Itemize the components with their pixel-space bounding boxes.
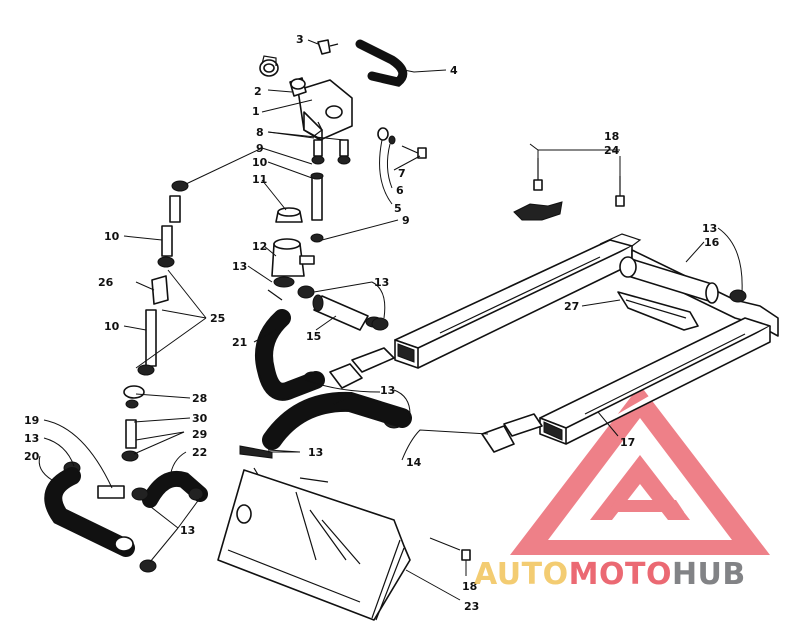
callout-11: 11 [252,173,267,186]
callout-26: 26 [98,276,114,289]
lower-left-hoses [44,467,208,557]
callout-25: 25 [210,312,225,325]
callout-13-upper-elbow: 13 [380,384,395,397]
callout-labels: 1 2 3 4 5 6 7 8 9 9 10 10 10 11 12 13 13… [24,33,720,613]
callout-29: 29 [192,428,207,441]
pressure-cap [275,207,303,223]
callout-9-right: 9 [402,214,410,227]
callout-1: 1 [252,105,260,118]
callout-8: 8 [256,126,264,139]
tank-bolt [401,145,427,159]
callout-13-sleeve: 13 [702,222,717,235]
callout-13-left: 13 [24,432,39,445]
callout-5: 5 [394,202,402,215]
callout-15: 15 [306,330,321,343]
callout-14: 14 [406,456,422,469]
callout-18-lower: 18 [462,580,477,593]
crossover-hose [262,391,412,450]
callout-4: 4 [450,64,458,77]
upper-elbow [329,347,395,389]
callout-13-panel: 13 [308,446,323,459]
callout-13-bottom: 13 [180,524,195,537]
vent-fitting [317,39,339,55]
lower-elbow [481,413,543,453]
svg-text:AUTOMOTOHUB: AUTOMOTOHUB [474,557,746,592]
callout-27: 27 [564,300,579,313]
vent-hose [355,39,408,87]
callout-22: 22 [192,446,207,459]
callout-6: 6 [396,184,404,197]
callout-9-upper: 9 [256,142,264,155]
callout-12: 12 [252,240,267,253]
callout-10-tank: 10 [252,156,268,169]
callout-3: 3 [296,33,304,46]
callout-13-neck: 13 [232,260,247,273]
callout-17: 17 [620,436,635,449]
tank-fittings [311,139,351,165]
callout-24: 24 [604,144,620,157]
watermark-auto: AUTO [474,557,569,592]
watermark-moto: MOTO [569,557,672,592]
watermark-text: AUTOMOTOHUB [474,557,746,592]
tank-hose [310,172,324,243]
callout-18-upper: 18 [604,130,619,143]
coolant-tank [259,55,353,141]
radiator-return-hose [255,309,325,401]
callout-2: 2 [254,85,262,98]
callout-20: 20 [24,450,40,463]
callout-19: 19 [24,414,39,427]
tank-washer [377,127,396,145]
filler-neck [267,238,315,301]
hose-clamps [63,285,747,573]
rivets [461,158,625,561]
leader-lines [38,39,743,601]
callout-7: 7 [398,167,406,180]
callout-28: 28 [192,392,207,405]
callout-23: 23 [464,600,479,613]
watermark-logo [510,385,770,555]
callout-30: 30 [192,412,208,425]
heat-exchanger-panel [217,469,411,621]
callout-10-upper-left: 10 [104,230,120,243]
heat-exchanger-rails [394,201,779,445]
watermark-hub: HUB [672,557,746,592]
callout-10-lower-left: 10 [104,320,120,333]
callout-13-hose15: 13 [374,276,389,289]
rubber-sleeve [619,256,719,304]
left-hose-chain [121,180,189,462]
callout-16: 16 [704,236,720,249]
callout-21: 21 [232,336,247,349]
